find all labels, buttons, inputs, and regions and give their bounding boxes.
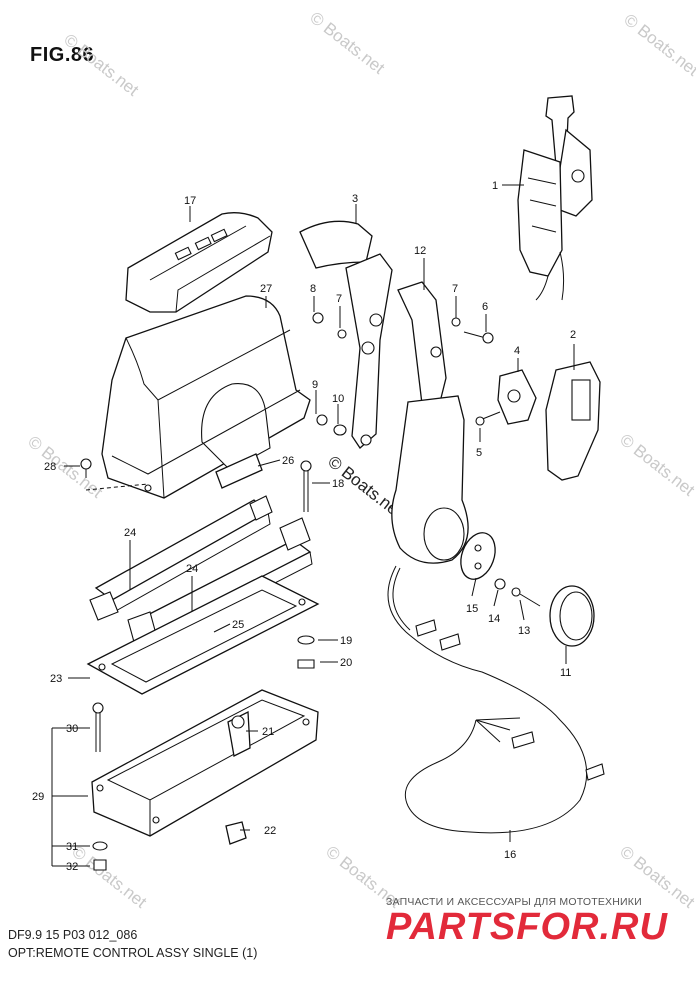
part-washer-10 (333, 424, 347, 436)
callout-19: 19 (340, 635, 352, 647)
callout-13: 13 (518, 625, 530, 637)
part-plate-15 (460, 532, 496, 580)
shop-logo: PARTSFOR.RU (386, 906, 668, 948)
part-handle-arm (299, 220, 393, 449)
callout-8: 8 (310, 283, 316, 295)
part-plate (86, 575, 320, 695)
part-21 (227, 710, 251, 757)
part-washer-14 (494, 578, 506, 590)
part-cover-top (125, 212, 273, 313)
part-nut-20 (297, 659, 315, 669)
part-harness-16 (387, 565, 605, 834)
callout-22: 22 (264, 825, 276, 837)
callout-7b: 7 (452, 283, 458, 295)
callout-24b: 24 (186, 563, 198, 575)
callout-10: 10 (332, 393, 344, 405)
callout-1: 1 (492, 180, 498, 192)
callout-24: 24 (124, 527, 136, 539)
part-base-case (91, 689, 319, 837)
part-lever-12 (397, 281, 447, 405)
callout-27: 27 (260, 283, 272, 295)
callout-15: 15 (466, 603, 478, 615)
part-nut-32 (93, 859, 107, 871)
part-screw-28 (80, 458, 92, 478)
callout-32: 32 (66, 861, 78, 873)
part-washer-31 (92, 841, 108, 851)
callout-11: 11 (560, 667, 571, 679)
figure-title: FIG.86 (30, 44, 95, 66)
callout-21: 21 (262, 726, 274, 738)
callout-28: 28 (44, 461, 56, 473)
callout-4: 4 (514, 345, 520, 357)
model-code: DF9.9 15 P03 012_086 (8, 928, 138, 942)
callout-20: 20 (340, 657, 352, 669)
part-screw-18 (300, 460, 312, 512)
part-screw-8 (312, 312, 324, 324)
callout-2: 2 (570, 329, 576, 341)
callout-25: 25 (232, 619, 244, 631)
part-washer-7b (451, 317, 461, 327)
part-screw-5 (475, 411, 501, 426)
callout-7: 7 (336, 293, 342, 305)
callout-5: 5 (476, 447, 482, 459)
callout-23: 23 (50, 673, 62, 685)
callout-30: 30 (66, 723, 78, 735)
part-grip-2 (545, 361, 601, 481)
callout-14: 14 (488, 613, 500, 625)
shop-tagline: ЗАПЧАСТИ И АКСЕССУАРЫ ДЛЯ МОТОТЕХНИКИ (386, 896, 642, 908)
part-washer-19 (297, 635, 315, 645)
diagram-caption: OPT:REMOTE CONTROL ASSY SINGLE (1) (8, 946, 258, 960)
callout-17: 17 (184, 195, 196, 207)
part-remote-control-assy (517, 95, 593, 301)
callout-26: 26 (282, 455, 294, 467)
callout-31: 31 (66, 841, 78, 853)
callout-9: 9 (312, 379, 318, 391)
callout-29: 29 (32, 791, 44, 803)
callout-6: 6 (482, 301, 488, 313)
part-bolt-30 (92, 702, 104, 752)
part-screw-9 (316, 414, 328, 426)
part-clip-22 (225, 821, 247, 845)
part-screw-6 (463, 331, 494, 344)
part-washer-7 (337, 329, 347, 339)
part-arm-body (391, 395, 469, 564)
part-bracket-24b (127, 517, 313, 649)
callout-12: 12 (414, 245, 426, 257)
part-housing (101, 295, 311, 499)
callout-18: 18 (332, 478, 344, 490)
part-bracket-24 (89, 495, 273, 621)
callout-labels: 1 2 3 4 5 6 7 7 8 9 10 11 12 13 14 15 16… (32, 180, 576, 873)
part-screw-13 (511, 587, 541, 607)
part-knob-11 (549, 585, 595, 647)
leader-lines (51, 184, 575, 867)
callout-3: 3 (352, 193, 358, 205)
part-switch-4 (497, 369, 537, 425)
callout-16: 16 (504, 849, 516, 861)
part-26 (215, 453, 263, 489)
